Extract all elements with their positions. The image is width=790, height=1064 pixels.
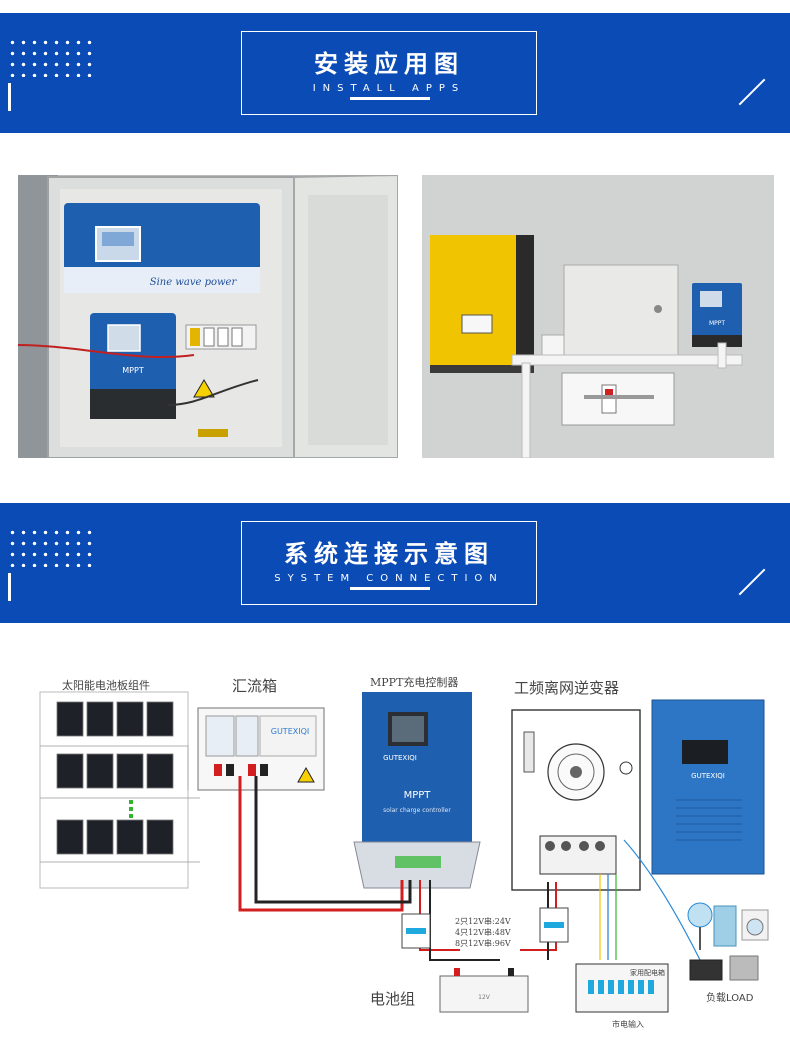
install-apps-subtitle: INSTALL APPS — [312, 83, 466, 94]
combiner-brand: GUTEXIQI — [271, 727, 310, 736]
install-apps-title: 安装应用图 — [314, 50, 464, 78]
battery-note-48v: 4只12V串:48V — [455, 928, 511, 937]
slash-decoration — [738, 568, 766, 596]
battery-note-96v: 8只12V串:96V — [455, 939, 511, 948]
solar-panel-array — [56, 701, 174, 855]
install-apps-banner: 安装应用图 INSTALL APPS — [0, 13, 790, 133]
title-underline — [350, 97, 430, 100]
battery-cell-label: 12V — [478, 994, 491, 1001]
system-connection-subtitle: SYSTEM CONNECTION — [274, 573, 504, 584]
controller-label: MPPT充电控制器 — [370, 676, 459, 689]
inverter-unit — [651, 699, 765, 875]
slash-decoration — [738, 78, 766, 106]
distribution-label: 家用配电箱 — [630, 969, 665, 977]
dots-pattern — [7, 527, 97, 567]
system-connection-title-box: 系统连接示意图 SYSTEM CONNECTION — [241, 521, 537, 605]
system-connection-banner: 系统连接示意图 SYSTEM CONNECTION — [0, 503, 790, 623]
wall-install-photo: MPPT — [422, 175, 774, 458]
system-connection-title: 系统连接示意图 — [284, 540, 494, 568]
inverter-brand-text: Sine wave power — [150, 277, 238, 288]
controller-brand-text: MPPT — [122, 366, 144, 375]
controller-subtitle: solar charge controller — [383, 807, 451, 814]
solar-panels-label: 太阳能电池板组件 — [62, 679, 150, 692]
controller-brand: GUTEXIQI — [383, 754, 417, 762]
vertical-bar-decoration — [8, 573, 11, 601]
cabinet-install-photo: Sine wave power MPPT — [18, 175, 398, 458]
combiner-box-label: 汇流箱 — [232, 677, 278, 695]
wall-controller-text: MPPT — [709, 320, 725, 327]
load-appliances — [687, 902, 769, 981]
controller-model: MPPT — [404, 790, 432, 801]
battery-label: 电池组 — [370, 990, 416, 1008]
battery-series-notes: 2只12V串:24V 4只12V串:48V 8只12V串:96V — [455, 916, 511, 949]
mains-input-label: 市电输入 — [612, 1020, 644, 1029]
install-apps-title-box: 安装应用图 INSTALL APPS — [241, 31, 537, 115]
battery-bank — [439, 975, 529, 1013]
dots-pattern — [7, 37, 97, 77]
title-underline — [350, 587, 430, 590]
inverter-label: 工频离网逆变器 — [514, 679, 620, 697]
system-connection-diagram: GUTEXIQI GUTEXIQI MPPT solar charge cont… — [0, 650, 790, 1060]
inverter-brand: GUTEXIQI — [691, 772, 725, 780]
battery-note-24v: 2只12V串:24V — [455, 917, 511, 926]
load-label: 负载LOAD — [706, 993, 754, 1004]
vertical-bar-decoration — [8, 83, 11, 111]
